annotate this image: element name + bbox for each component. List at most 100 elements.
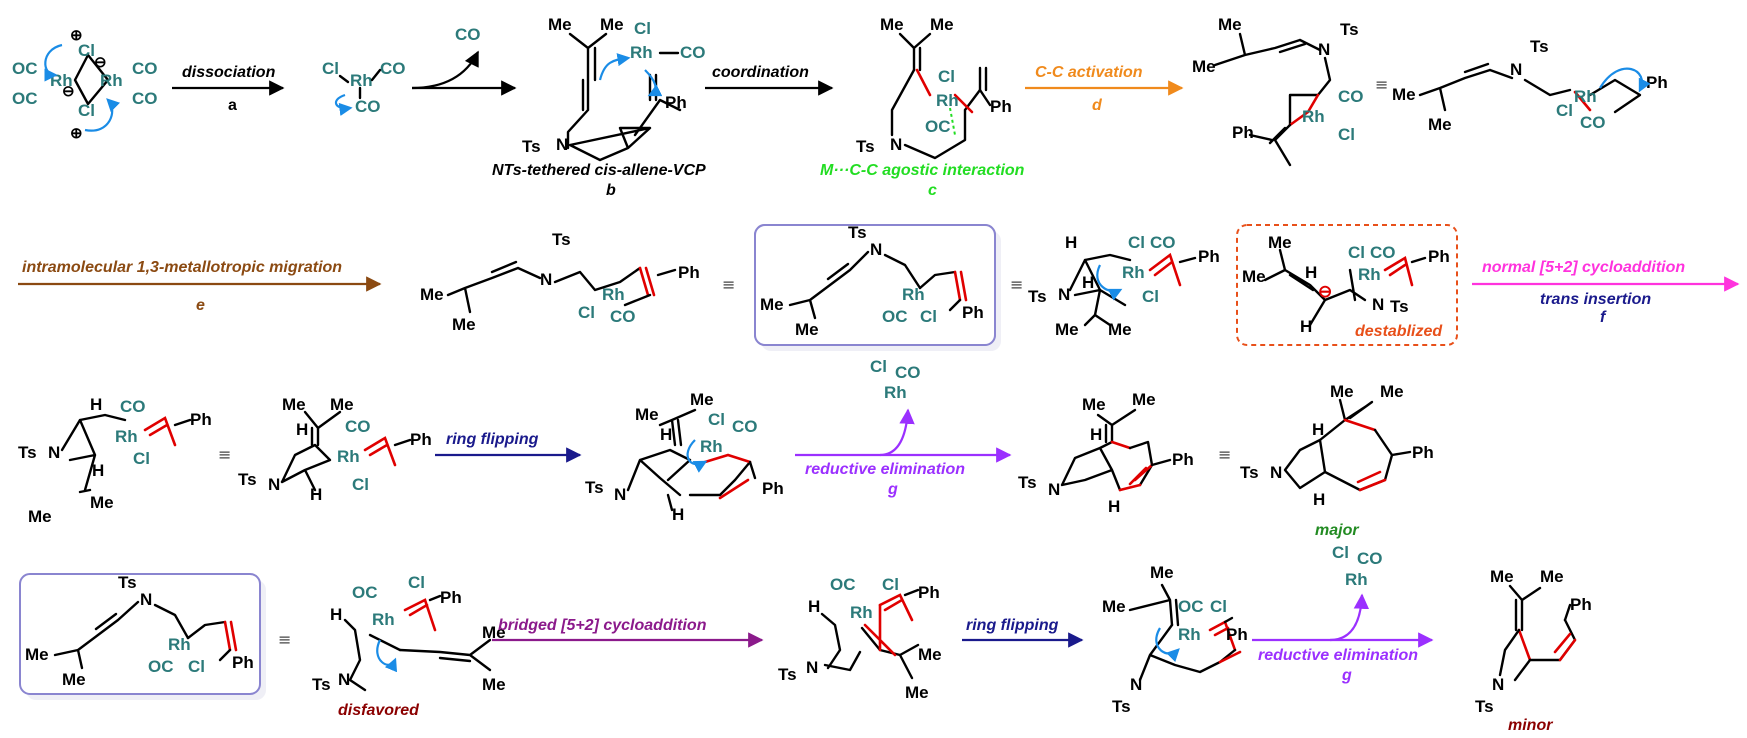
svg-text:Ts: Ts — [312, 675, 331, 694]
svg-text:Ph: Ph — [918, 583, 940, 602]
svg-text:Me: Me — [600, 15, 624, 34]
disfavored-conformer: OC Cl Rh H Ts N Ph Me Me disfavored — [312, 573, 506, 719]
rhodacyclobutane-intermediate: Me Me N Ts Rh CO Cl Ph — [1192, 15, 1364, 167]
equivalence-sign: ≡ — [1375, 75, 1388, 94]
svg-text:Rh: Rh — [602, 285, 625, 304]
svg-text:Rh: Rh — [350, 71, 373, 90]
major-product: Ts N H H Me Me Ph major — [1240, 382, 1434, 539]
arrow-cc-activation: C-C activation d — [1025, 64, 1184, 114]
svg-text:Ts: Ts — [1340, 20, 1359, 39]
svg-text:⊖: ⊖ — [62, 83, 75, 100]
svg-text:H: H — [1108, 497, 1120, 516]
svg-text:e: e — [196, 297, 205, 314]
svg-text:Ph: Ph — [440, 588, 462, 607]
svg-text:Cl: Cl — [1128, 233, 1145, 252]
svg-text:Me: Me — [1428, 115, 1452, 134]
arrow-coordination: coordination — [705, 64, 834, 96]
svg-text:Rh: Rh — [936, 91, 959, 110]
svg-text:N: N — [1270, 463, 1282, 482]
svg-text:Cl: Cl — [1210, 597, 1227, 616]
svg-text:OC: OC — [148, 657, 174, 676]
svg-text:Ts: Ts — [522, 137, 541, 156]
svg-text:Cl: Cl — [322, 59, 339, 78]
svg-text:CO: CO — [132, 59, 158, 78]
svg-text:Cl: Cl — [1332, 543, 1349, 562]
svg-text:Ph: Ph — [1412, 443, 1434, 462]
svg-text:Ph: Ph — [232, 653, 254, 672]
rh-dimer-structure: Rh Rh Cl Cl OC OC CO CO ⊕ ⊖ ⊖ ⊕ — [12, 27, 158, 142]
svg-text:Ph: Ph — [962, 303, 984, 322]
svg-text:Ph: Ph — [762, 479, 784, 498]
svg-text:Ph: Ph — [1570, 595, 1592, 614]
boxed-rhodacycle-intermediate: Ts N Me Me Rh OC Cl Ph — [754, 223, 1001, 351]
svg-text:Me: Me — [918, 645, 942, 664]
svg-text:Me: Me — [795, 320, 819, 339]
svg-text:Ts: Ts — [552, 230, 571, 249]
equivalence-sign: ≡ — [1010, 275, 1023, 294]
allene-vcp-substrate-b: Me Me N Ts Ph Rh Cl CO NTs-tethered cis-… — [492, 15, 706, 199]
svg-text:H: H — [330, 605, 342, 624]
svg-text:reductive elimination: reductive elimination — [805, 461, 965, 478]
svg-text:Ph: Ph — [190, 410, 212, 429]
svg-text:N: N — [614, 485, 626, 504]
svg-text:minor: minor — [1508, 717, 1553, 734]
svg-text:H: H — [90, 395, 102, 414]
svg-text:C-C activation: C-C activation — [1035, 64, 1143, 81]
svg-text:Cl: Cl — [1142, 287, 1159, 306]
svg-text:Rh: Rh — [1345, 570, 1368, 589]
svg-text:Ts: Ts — [1018, 473, 1037, 492]
svg-text:Cl: Cl — [1348, 243, 1365, 262]
svg-text:N: N — [338, 670, 350, 689]
svg-text:H: H — [1082, 273, 1094, 292]
svg-text:b: b — [606, 182, 616, 199]
svg-text:a: a — [228, 97, 237, 114]
svg-text:Me: Me — [1132, 390, 1156, 409]
svg-text:Me: Me — [420, 285, 444, 304]
svg-text:Ph: Ph — [410, 430, 432, 449]
svg-text:Me: Me — [1150, 563, 1174, 582]
svg-text:N: N — [890, 135, 902, 154]
normal-cycloadduct: Me Me H H Ts N Ph — [1018, 390, 1194, 516]
arrow-co-loss: CO — [411, 25, 517, 96]
svg-text:CO: CO — [345, 417, 371, 436]
svg-text:destablized: destablized — [1355, 323, 1443, 340]
svg-text:Cl: Cl — [1338, 125, 1355, 144]
svg-text:NTs-tethered cis-allene-VCP: NTs-tethered cis-allene-VCP — [492, 162, 706, 179]
arrow-metallotropic-migration: intramolecular 1,3-metallotropic migrati… — [18, 259, 382, 314]
svg-text:Cl: Cl — [133, 449, 150, 468]
svg-text:Cl: Cl — [870, 357, 887, 376]
svg-text:Me: Me — [1242, 267, 1266, 286]
svg-text:Ts: Ts — [18, 443, 37, 462]
svg-text:Me: Me — [482, 623, 506, 642]
svg-text:N: N — [1048, 480, 1060, 499]
svg-text:OC: OC — [1178, 597, 1204, 616]
arrow-ring-flipping-1: ring flipping — [435, 431, 582, 463]
svg-text:d: d — [1092, 97, 1103, 114]
svg-text:Ph: Ph — [1172, 450, 1194, 469]
svg-text:H: H — [310, 485, 322, 504]
svg-text:Me: Me — [282, 395, 306, 414]
svg-text:⊖: ⊖ — [94, 54, 107, 71]
equivalence-sign: ≡ — [278, 630, 291, 649]
svg-text:major: major — [1315, 522, 1359, 539]
svg-text:Rh: Rh — [337, 447, 360, 466]
svg-text:Rh: Rh — [1178, 625, 1201, 644]
svg-text:Ts: Ts — [1112, 697, 1131, 716]
svg-text:H: H — [1313, 490, 1325, 509]
svg-text:H: H — [1312, 420, 1324, 439]
svg-text:Rh: Rh — [850, 603, 873, 622]
rh-monomer: Rh Cl CO CO — [322, 59, 406, 116]
svg-text:Me: Me — [1082, 395, 1106, 414]
svg-text:Me: Me — [1218, 15, 1242, 34]
arrow-normal-cycloaddition: normal [5+2] cycloaddition trans inserti… — [1472, 259, 1740, 326]
svg-text:CO: CO — [610, 307, 636, 326]
svg-text:normal [5+2] cycloaddition: normal [5+2] cycloaddition — [1482, 259, 1685, 276]
svg-text:Me: Me — [930, 15, 954, 34]
svg-text:Ts: Ts — [856, 137, 875, 156]
svg-text:⊕: ⊕ — [70, 27, 83, 44]
svg-text:OC: OC — [12, 89, 38, 108]
flipped-bridged-rhodacycle: Me Me OC Cl Rh Ph N Ts — [1102, 563, 1248, 716]
svg-text:Ts: Ts — [848, 223, 867, 242]
svg-text:Me: Me — [1540, 567, 1564, 586]
svg-text:trans insertion: trans insertion — [1540, 291, 1651, 308]
